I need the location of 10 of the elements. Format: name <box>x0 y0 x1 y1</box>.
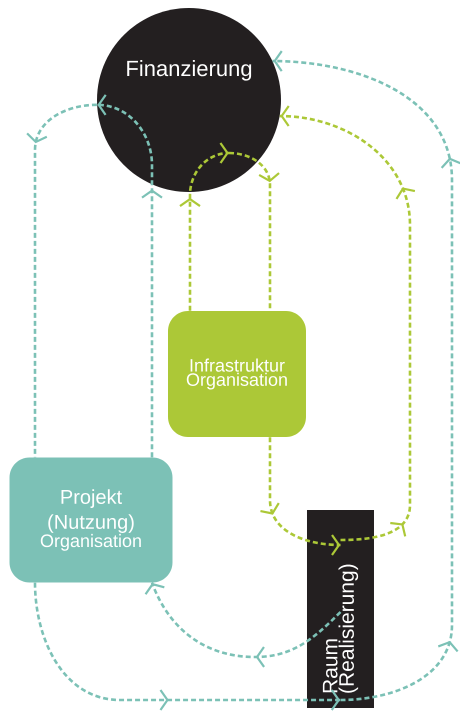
process-box: Projekt (Nutzung) Organisation <box>10 458 172 582</box>
dashed-arrow <box>280 105 416 542</box>
dashed-arrow <box>34 582 340 711</box>
process-box: Infrastruktur Organisation <box>168 311 306 437</box>
dashed-arrow <box>272 50 460 702</box>
dashed-arrow <box>179 142 230 311</box>
dashed-arrow <box>144 582 342 668</box>
dashed-arrow <box>260 437 341 556</box>
space-box: Raum (Realisierung) <box>307 510 374 708</box>
dashed-arrow <box>96 94 163 458</box>
